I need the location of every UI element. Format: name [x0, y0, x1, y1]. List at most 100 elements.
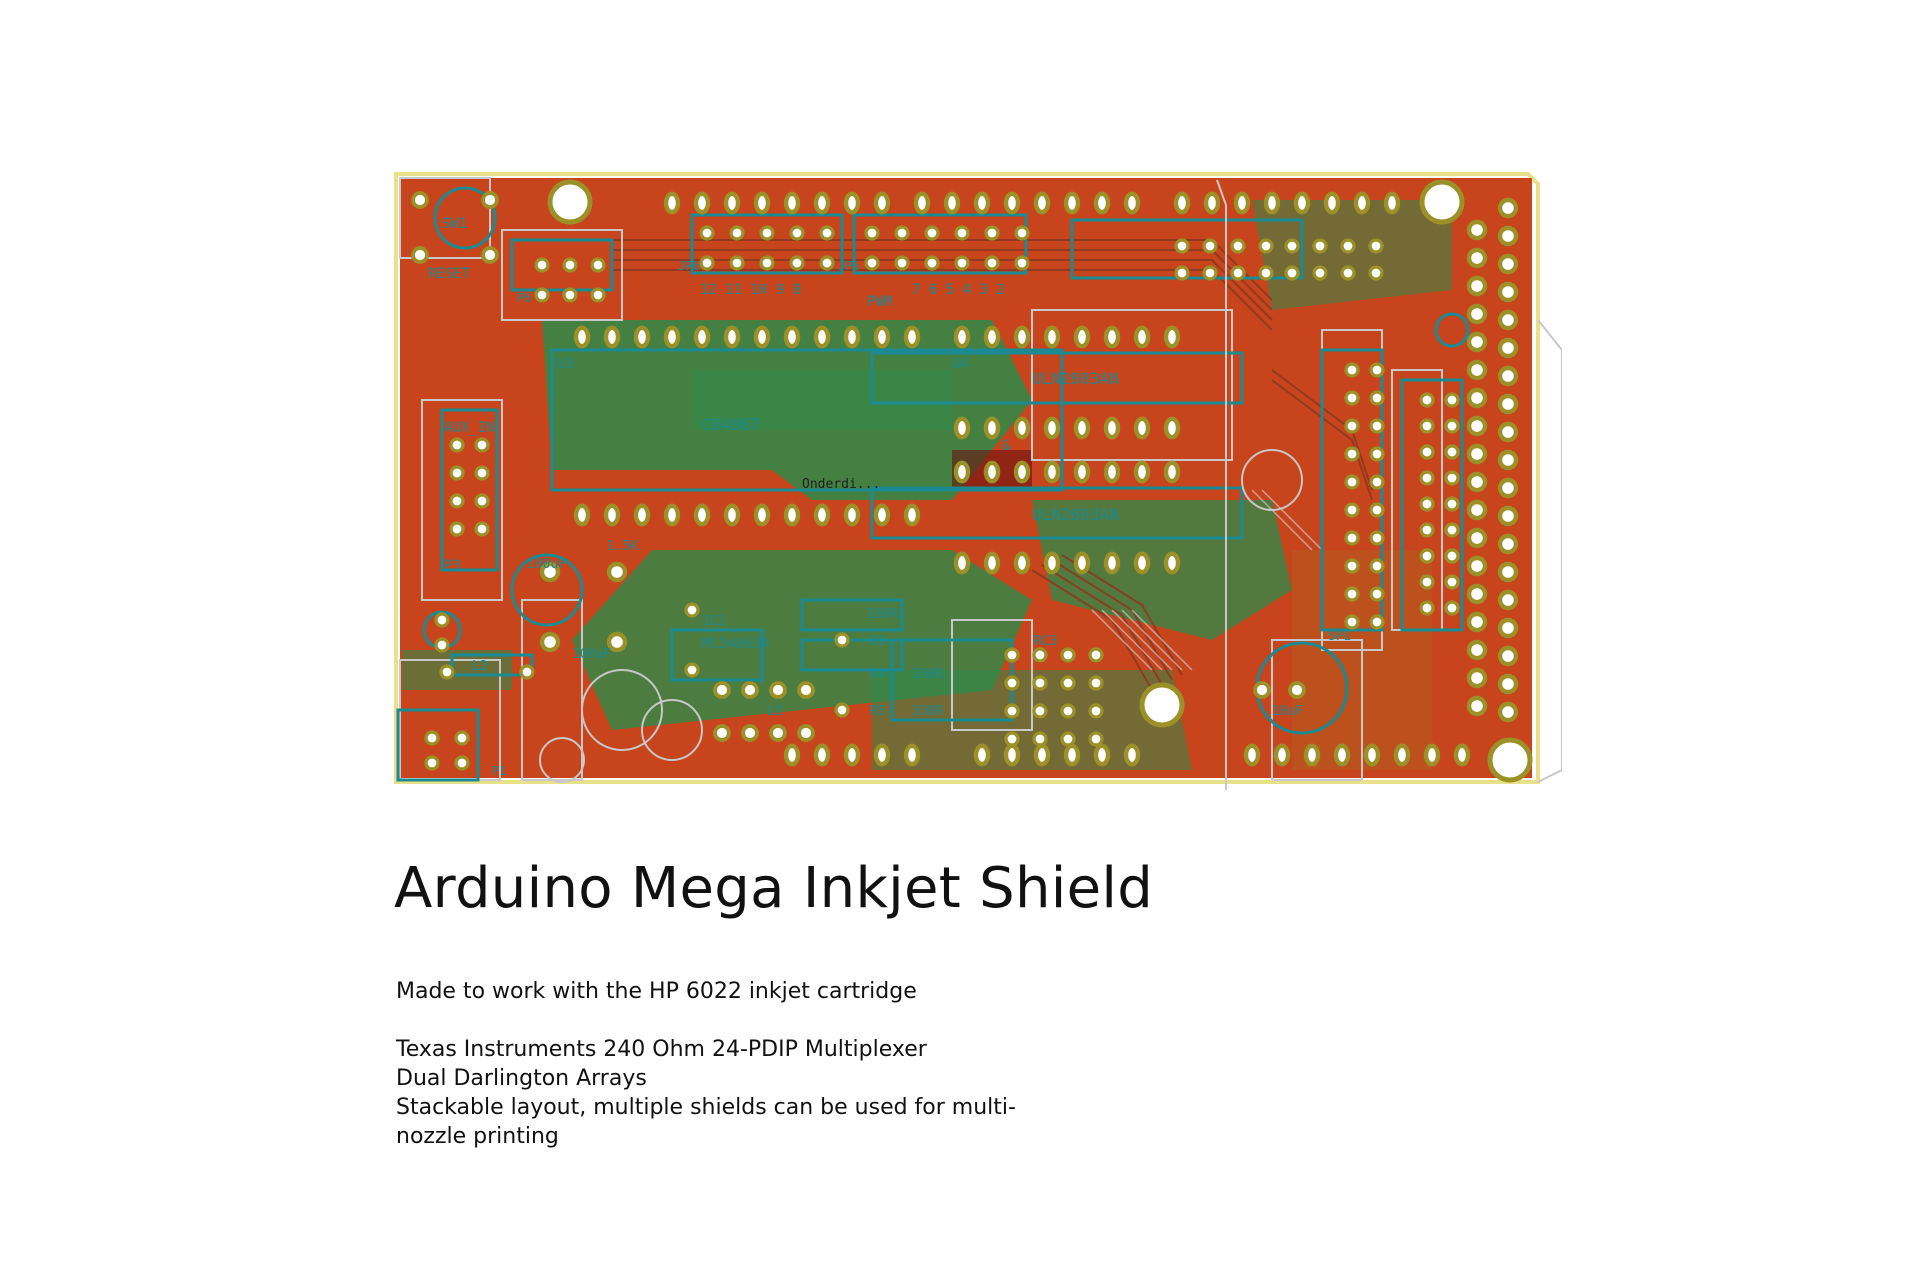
- pcb-pad: [699, 255, 715, 271]
- pcb-pad: [1444, 496, 1460, 512]
- pcb-pad: [1497, 337, 1519, 359]
- pcb-pad: [729, 225, 745, 241]
- label-r-180: 180R: [867, 607, 898, 622]
- pcb-pad: [1014, 225, 1030, 241]
- pcb-pad: [783, 325, 801, 349]
- pcb-pad: [539, 631, 561, 653]
- pcb-pad: [1093, 743, 1111, 767]
- pcb-pad: [534, 287, 550, 303]
- description-line: Made to work with the HP 6022 inkjet car…: [396, 979, 917, 1004]
- label-uln-bottom: ULN2803AN: [1032, 505, 1119, 524]
- pcb-pad: [843, 743, 861, 767]
- pcb-pad: [1444, 418, 1460, 434]
- pcb-pad: [663, 325, 681, 349]
- pcb-pad: [1497, 449, 1519, 471]
- pcb-pad: [759, 255, 775, 271]
- pcb-pad: [973, 743, 991, 767]
- pcb-pad: [519, 664, 535, 680]
- pcb-pad: [590, 257, 606, 273]
- pcb-pad: [797, 724, 815, 742]
- label-r4: R4: [870, 667, 886, 682]
- pcb-pad: [1466, 219, 1488, 241]
- pcb-pad: [1466, 611, 1488, 633]
- pcb-pad: [769, 724, 787, 742]
- pcb-pad: [1060, 647, 1076, 663]
- pcb-pad: [983, 460, 1001, 484]
- pcb-pad: [663, 191, 681, 215]
- pcb-pad: [1466, 443, 1488, 465]
- pcb-pad: [894, 255, 910, 271]
- pcb-pad: [1344, 558, 1360, 574]
- pcb-pad: [1497, 645, 1519, 667]
- pcb-pad: [843, 503, 861, 527]
- pcb-pad: [1344, 502, 1360, 518]
- pcb-pad: [474, 521, 490, 537]
- pcb-pad: [834, 702, 850, 718]
- pcb-pad: [1073, 416, 1091, 440]
- pcb-pad: [783, 503, 801, 527]
- pcb-pad: [894, 225, 910, 241]
- pcb-layout-image: SW1 RESET P6 JP6 JP5 12 11 10 9 8 PWM 7 …: [392, 170, 1562, 790]
- pcb-pad: [1163, 416, 1181, 440]
- pcb-pad: [633, 503, 651, 527]
- label-p3: P3: [444, 558, 461, 574]
- pcb-pad: [454, 755, 470, 771]
- pcb-pad: [797, 681, 815, 699]
- pcb-pad: [1013, 460, 1031, 484]
- pcb-pad: [1419, 418, 1435, 434]
- pcb-pad: [1103, 416, 1121, 440]
- pcb-pad: [1253, 681, 1271, 699]
- pcb-pad: [1497, 589, 1519, 611]
- label-r-330a: 330R: [912, 667, 943, 682]
- pcb-pad: [1344, 474, 1360, 490]
- pcb-pad: [573, 503, 591, 527]
- pcb-pad: [1466, 667, 1488, 689]
- pcb-pad: [411, 246, 429, 264]
- pcb-pad: [1344, 586, 1360, 602]
- pcb-pad: [953, 460, 971, 484]
- pcb-pad: [983, 416, 1001, 440]
- description-line: Stackable layout, multiple shields can b…: [396, 1095, 1016, 1120]
- pcb-pad: [1466, 415, 1488, 437]
- pcb-pad: [984, 225, 1000, 241]
- pcb-pad: [562, 287, 578, 303]
- pcb-pad: [1466, 331, 1488, 353]
- pcb-pad: [1043, 325, 1061, 349]
- pcb-pad: [1369, 390, 1385, 406]
- pcb-pad: [1497, 561, 1519, 583]
- pcb-pad: [1003, 191, 1021, 215]
- pcb-pad: [1369, 586, 1385, 602]
- pcb-pad: [1004, 647, 1020, 663]
- label-cd4067: CD4067: [702, 415, 760, 434]
- pcb-pad: [1344, 614, 1360, 630]
- pcb-pad: [1419, 548, 1435, 564]
- pcb-pad: [913, 191, 931, 215]
- pcb-pad: [943, 191, 961, 215]
- pcb-pad: [1353, 191, 1371, 215]
- pcb-pad: [693, 503, 711, 527]
- pcb-pad: [1123, 191, 1141, 215]
- pcb-pad: [1088, 731, 1104, 747]
- pcb-pad: [481, 191, 499, 209]
- pcb-pad: [1312, 265, 1328, 281]
- pcb-pad: [684, 662, 700, 678]
- pcb-pad: [903, 743, 921, 767]
- pcb-pad: [1163, 460, 1181, 484]
- pcb-pad: [1344, 390, 1360, 406]
- description-line: nozzle printing: [396, 1124, 559, 1149]
- pcb-pad: [1497, 673, 1519, 695]
- label-u4: U4: [952, 356, 969, 372]
- pcb-pad: [1466, 359, 1488, 381]
- pcb-pad: [474, 493, 490, 509]
- pcb-pad: [1284, 238, 1300, 254]
- pcb-pad: [1032, 731, 1048, 747]
- pcb-pad: [1203, 191, 1221, 215]
- pcb-pad: [439, 664, 455, 680]
- pcb-pad: [1369, 614, 1385, 630]
- pcb-pad: [924, 255, 940, 271]
- pcb-pad: [1088, 675, 1104, 691]
- pcb-pad: [1369, 502, 1385, 518]
- label-u3: U3: [557, 356, 574, 372]
- pcb-pad: [953, 325, 971, 349]
- pcb-pad: [1032, 703, 1048, 719]
